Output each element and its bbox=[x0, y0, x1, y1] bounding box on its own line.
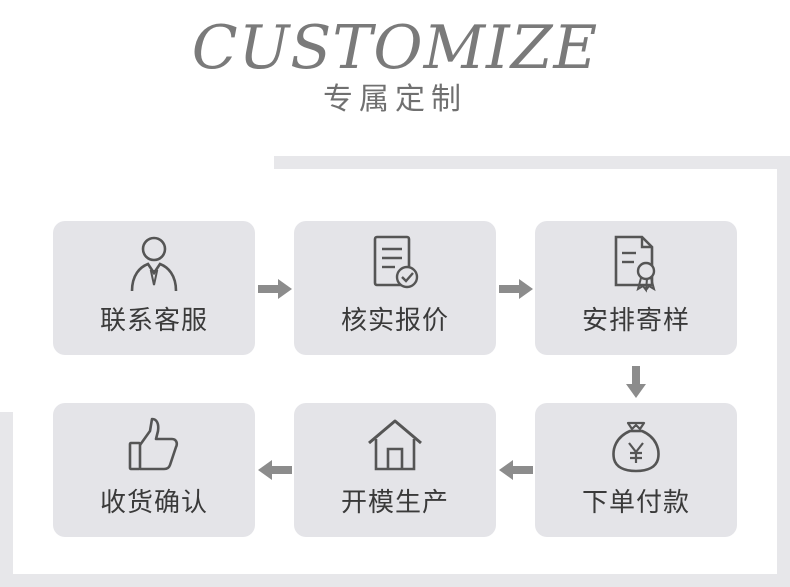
frame-bottom-bar bbox=[0, 574, 790, 587]
arrow-right-icon bbox=[258, 279, 292, 303]
frame-right-bar bbox=[777, 156, 790, 587]
thumbs-up-icon bbox=[128, 417, 179, 471]
step-label: 下单付款 bbox=[581, 488, 690, 518]
step-label: 安排寄样 bbox=[581, 306, 690, 336]
step-label: 收货确认 bbox=[99, 488, 208, 518]
arrow-down-icon bbox=[626, 366, 646, 402]
document-check-icon bbox=[373, 235, 419, 289]
step-label: 联系客服 bbox=[99, 306, 208, 336]
step-card-mold-production[interactable]: 开模生产 bbox=[294, 403, 496, 537]
frame-top-bar bbox=[274, 156, 790, 169]
frame-left-bar bbox=[0, 412, 13, 587]
arrow-left-icon bbox=[499, 460, 533, 484]
arrow-right-icon bbox=[499, 279, 533, 303]
arrow-left-icon bbox=[258, 460, 292, 484]
title-english: CUSTOMIZE bbox=[191, 13, 599, 83]
certificate-document-icon bbox=[614, 235, 656, 293]
step-label: 核实报价 bbox=[340, 306, 449, 336]
step-label: 开模生产 bbox=[340, 488, 449, 518]
step-card-order-payment[interactable]: 下单付款 bbox=[535, 403, 737, 537]
money-bag-yen-icon bbox=[612, 421, 660, 473]
step-card-verify-quote[interactable]: 核实报价 bbox=[294, 221, 496, 355]
step-card-confirm-receipt[interactable]: 收货确认 bbox=[53, 403, 255, 537]
title-chinese: 专属定制 bbox=[323, 82, 467, 117]
step-card-contact-service[interactable]: 联系客服 bbox=[53, 221, 255, 355]
customer-service-person-icon bbox=[130, 236, 178, 292]
house-factory-icon bbox=[368, 419, 422, 471]
step-card-arrange-sample[interactable]: 安排寄样 bbox=[535, 221, 737, 355]
